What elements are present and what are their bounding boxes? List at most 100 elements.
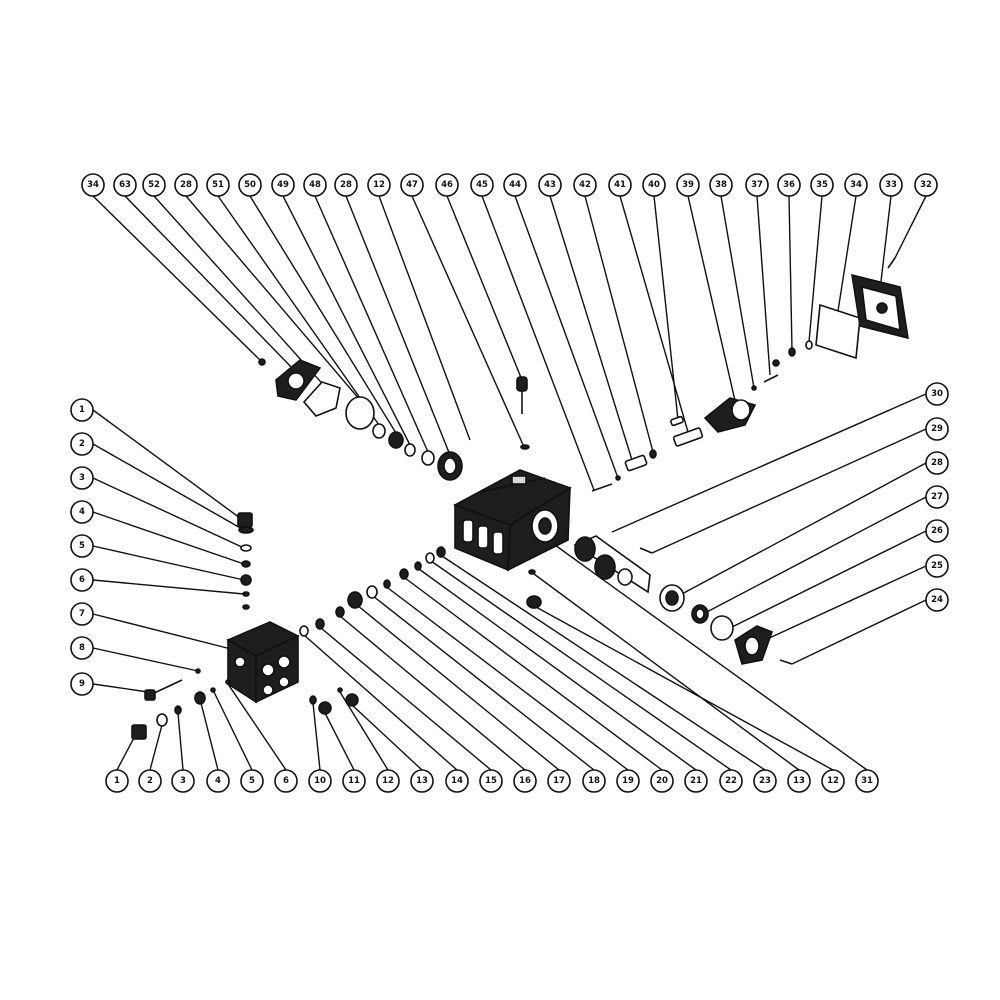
callout-number: 42	[579, 180, 591, 190]
callout-number: 13	[416, 776, 428, 786]
callout-number: 19	[622, 776, 634, 786]
callout-balloon: 5	[70, 534, 94, 558]
callout-number: 63	[119, 180, 131, 190]
leader-line	[92, 443, 245, 531]
callout-balloon: 15	[479, 769, 503, 793]
callout-number: 8	[79, 643, 85, 653]
callout-balloon: 33	[879, 173, 903, 197]
callout-balloon: 34	[81, 173, 105, 197]
callout-number: 6	[283, 776, 289, 786]
crankshaft	[573, 535, 653, 594]
callout-number: 7	[79, 609, 85, 619]
leader-line	[92, 511, 245, 565]
callouts-bottom: 1 2 3 4 5 6 10 11 12 13 14 15 16 17 18 1…	[105, 769, 879, 793]
callout-number: 12	[373, 180, 385, 190]
callout-number: 15	[485, 776, 497, 786]
callout-number: 24	[931, 595, 943, 605]
callout-balloon: 14	[445, 769, 469, 793]
leader-line	[312, 702, 321, 771]
callout-balloon: 8	[70, 636, 94, 660]
leader-line	[92, 477, 245, 549]
callout-number: 13	[793, 776, 805, 786]
callout-number: 26	[931, 526, 943, 536]
callout-balloon: 22	[719, 769, 743, 793]
callout-balloon: 42	[573, 173, 597, 197]
leader-line	[249, 195, 397, 434]
leader-line	[124, 195, 297, 373]
callout-balloon: 6	[274, 769, 298, 793]
callout-balloon: 4	[206, 769, 230, 793]
leader-line	[378, 195, 471, 441]
leader-line	[549, 195, 633, 461]
leader-line	[92, 545, 245, 581]
callout-number: 5	[79, 541, 85, 551]
callout-number: 47	[406, 180, 418, 190]
leader-line	[92, 613, 236, 651]
callout-balloon: 9	[70, 672, 94, 696]
seal-stack	[299, 546, 542, 715]
leader-line	[351, 704, 423, 771]
callout-number: 52	[148, 180, 160, 190]
callout-balloon: 16	[513, 769, 537, 793]
leader-line	[372, 595, 595, 771]
dipstick-parts	[516, 376, 530, 450]
callout-balloon: 44	[503, 173, 527, 197]
callout-number: 50	[244, 180, 256, 190]
callout-number: 21	[690, 776, 702, 786]
sight-glass-cover	[815, 257, 909, 360]
leader-line	[653, 195, 679, 421]
callout-number: 33	[885, 180, 897, 190]
callout-number: 17	[553, 776, 565, 786]
leader-line	[756, 195, 771, 376]
callout-number: 35	[816, 180, 828, 190]
leader-line	[619, 195, 689, 433]
callout-number: 9	[79, 679, 85, 689]
callout-number: 29	[931, 424, 943, 434]
callout-balloon: 28	[334, 173, 358, 197]
callout-balloon: 2	[138, 769, 162, 793]
leader-line	[729, 530, 927, 629]
callout-balloon: 21	[684, 769, 708, 793]
leader-line	[92, 409, 241, 519]
callout-number: 14	[451, 776, 463, 786]
callout-number: 28	[340, 180, 352, 190]
leader-line	[356, 604, 560, 771]
callout-balloon: 7	[70, 602, 94, 626]
leader-line	[217, 195, 380, 426]
leader-line	[177, 712, 184, 771]
callout-number: 27	[931, 492, 943, 502]
callout-number: 32	[920, 180, 932, 190]
pump-head-manifold	[226, 621, 300, 704]
callout-number: 28	[180, 180, 192, 190]
callout-number: 6	[79, 575, 85, 585]
callout-balloon: 51	[206, 173, 230, 197]
callout-balloon: 12	[376, 769, 400, 793]
leader-line	[547, 539, 868, 771]
callout-number: 10	[314, 776, 326, 786]
callout-number: 1	[79, 405, 85, 415]
callout-balloon: 34	[844, 173, 868, 197]
callout-balloon: 12	[821, 769, 845, 793]
callout-balloon: 39	[676, 173, 700, 197]
callout-balloon: 2	[70, 432, 94, 456]
leader-line	[894, 195, 927, 259]
callout-number: 3	[180, 776, 186, 786]
callout-balloon: 23	[753, 769, 777, 793]
leader-line	[324, 712, 355, 771]
callout-number: 2	[147, 776, 153, 786]
callout-number: 20	[656, 776, 668, 786]
connecting-rod-parts	[591, 340, 813, 492]
callout-balloon: 47	[400, 173, 424, 197]
callout-number: 51	[212, 180, 224, 190]
leader-line	[345, 195, 451, 456]
leader-lines	[92, 195, 927, 771]
callout-balloon: 4	[70, 500, 94, 524]
leader-line	[92, 195, 263, 363]
callout-balloon: 26	[925, 519, 949, 543]
leader-line	[116, 733, 137, 771]
callout-number: 40	[648, 180, 660, 190]
leader-line	[314, 195, 429, 453]
callout-number: 39	[682, 180, 694, 190]
leader-line	[481, 195, 595, 491]
leader-line	[808, 195, 823, 343]
